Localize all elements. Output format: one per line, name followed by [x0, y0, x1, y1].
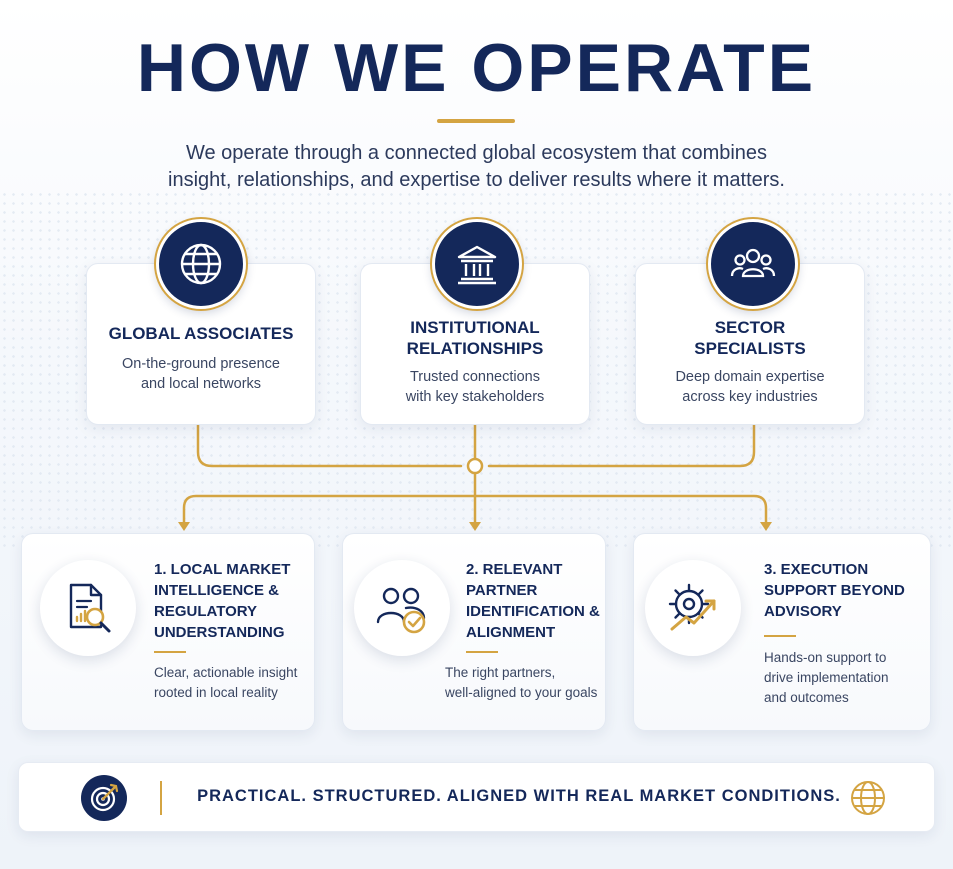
desc-line-1: On-the-ground presence — [122, 356, 280, 372]
desc-line-1: Deep domain expertise — [675, 369, 825, 385]
globe-icon — [156, 219, 246, 309]
desc-line-3: and outcomes — [764, 690, 849, 705]
desc-line-2: and local networks — [140, 376, 262, 392]
desc-line-2: rooted in local reality — [154, 685, 278, 700]
arrow-head-left — [178, 522, 190, 531]
page-title: HOW WE OPERATE — [136, 30, 817, 106]
heading-line-3: REGULATORY — [154, 603, 258, 620]
heading-line-3: ADVISORY — [764, 603, 842, 620]
card-description: Hands-on support to drive implementation… — [764, 648, 889, 708]
card-heading: GLOBAL ASSOCIATES — [108, 324, 294, 343]
desc-line-1: Hands-on support to — [764, 650, 887, 665]
people-group-icon — [708, 219, 798, 309]
heading-rule — [764, 635, 796, 637]
heading-line-1: 3. EXECUTION — [764, 561, 869, 578]
desc-line-2: well-aligned to your goals — [445, 685, 598, 700]
footer-banner: PRACTICAL. STRUCTURED. ALIGNED WITH REAL… — [18, 762, 935, 832]
title-underline — [437, 119, 515, 123]
desc-line-2: across key industries — [682, 389, 818, 405]
page-subtitle: We operate through a connected global ec… — [100, 140, 853, 194]
arrow-head-center — [469, 522, 481, 531]
heading-line-4: ALIGNMENT — [466, 624, 556, 641]
heading-line-1: SECTOR — [714, 318, 786, 337]
card-description: Clear, actionable insight rooted in loca… — [154, 663, 297, 703]
desc-line-2: with key stakeholders — [405, 389, 545, 405]
heading-rule — [154, 651, 186, 653]
heading-line-2: PARTNER — [466, 582, 538, 599]
footer-divider — [160, 781, 162, 815]
heading-line-1: INSTITUTIONAL — [410, 318, 540, 337]
card-description: The right partners, well-aligned to your… — [445, 663, 597, 703]
card-heading: SECTOR SPECIALISTS — [636, 317, 864, 359]
target-icon — [81, 775, 127, 821]
card-description: On-the-ground presence and local network… — [87, 354, 315, 394]
connector-hub — [466, 457, 484, 475]
subtitle-line-1: We operate through a connected global ec… — [185, 142, 768, 164]
connector-right — [487, 423, 756, 468]
heading-line-2: SUPPORT BEYOND — [764, 582, 905, 599]
institution-icon — [432, 219, 522, 309]
card-heading: 3. EXECUTION SUPPORT BEYOND ADVISORY — [764, 559, 905, 622]
desc-line-1: Trusted connections — [409, 369, 541, 385]
card-heading: 2. RELEVANT PARTNER IDENTIFICATION & ALI… — [466, 559, 600, 643]
gear-growth-icon — [645, 560, 741, 656]
connector-bottom-branch — [182, 494, 768, 525]
card-description: Deep domain expertise across key industr… — [636, 367, 864, 407]
heading-line-2: SPECIALISTS — [694, 339, 806, 358]
desc-line-1: Clear, actionable insight — [154, 665, 298, 680]
arrow-head-right — [760, 522, 772, 531]
card-heading: 1. LOCAL MARKET INTELLIGENCE & REGULATOR… — [154, 559, 290, 643]
heading-rule — [466, 651, 498, 653]
heading-line-2: RELATIONSHIPS — [406, 339, 544, 358]
footer-tagline: PRACTICAL. STRUCTURED. ALIGNED WITH REAL… — [197, 787, 841, 805]
heading-line-2: INTELLIGENCE & — [154, 582, 280, 599]
connector-left — [196, 423, 463, 468]
heading-line-4: UNDERSTANDING — [154, 624, 285, 641]
desc-line-1: The right partners, — [445, 665, 556, 680]
card-heading: INSTITUTIONAL RELATIONSHIPS — [361, 317, 589, 359]
card-description: Trusted connections with key stakeholder… — [361, 367, 589, 407]
subtitle-line-2: insight, relationships, and expertise to… — [168, 169, 785, 191]
partner-check-icon — [354, 560, 450, 656]
globe-icon — [848, 778, 888, 818]
desc-line-2: drive implementation — [764, 670, 889, 685]
document-search-icon — [40, 560, 136, 656]
heading-line-1: 1. LOCAL MARKET — [154, 561, 291, 578]
heading-line-1: 2. RELEVANT — [466, 561, 563, 578]
heading-line-3: IDENTIFICATION & — [466, 603, 600, 620]
